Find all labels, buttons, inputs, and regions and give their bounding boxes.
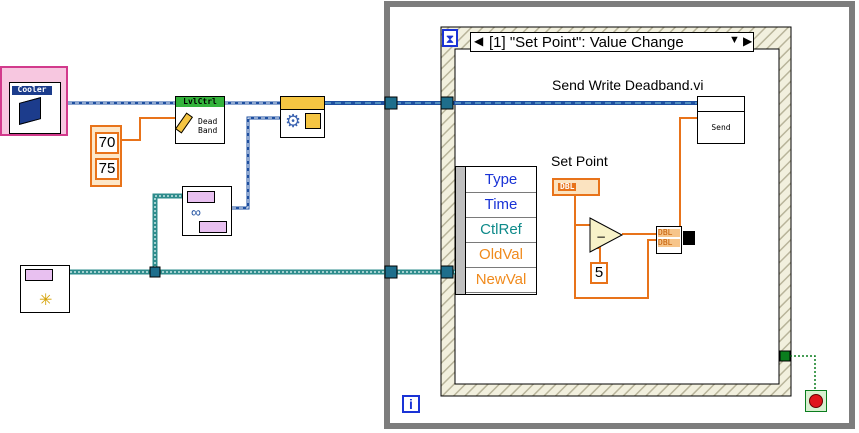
event-selector[interactable]: ◀ [1] "Set Point": Value Change ▼ ▶: [470, 32, 754, 52]
event-data-oldval[interactable]: OldVal: [466, 244, 536, 268]
array-constant[interactable]: 70 75: [90, 125, 122, 187]
bundle-type-1: DBL: [658, 229, 680, 237]
lvlctrl-title: LvlCtrl: [176, 97, 224, 107]
dropdown-icon[interactable]: ▼: [729, 34, 740, 46]
array-element-70[interactable]: 70: [95, 132, 119, 154]
event-data-time[interactable]: Time: [466, 194, 536, 218]
prev-case-arrow-icon[interactable]: ◀: [474, 34, 484, 48]
property-node[interactable]: ⚙: [280, 96, 325, 138]
queue-wire: [70, 116, 455, 275]
bundle-output-arrow-icon: [683, 231, 695, 245]
vi-icon: [305, 113, 321, 129]
send-text: Send: [711, 123, 731, 132]
array-element-75[interactable]: 75: [95, 158, 119, 180]
stop-button-icon[interactable]: [805, 390, 827, 412]
refnum-tunnel-outer: [384, 96, 398, 110]
less-than-symbol: −: [596, 230, 606, 244]
send-write-deadband-node[interactable]: Send: [697, 96, 745, 144]
boolean-wire: [786, 355, 816, 392]
queue-constant[interactable]: ✳: [20, 265, 70, 313]
hourglass-icon: ⧗: [442, 29, 458, 47]
deadband-line1: Dead: [198, 117, 218, 126]
send-write-deadband-label: Send Write Deadband.vi: [552, 77, 704, 93]
queue-tunnel-outer: [384, 265, 398, 279]
set-point-label: Set Point: [551, 153, 608, 169]
wire-junction: [149, 266, 161, 278]
constant-five[interactable]: 5: [590, 262, 608, 284]
refnum-tunnel-inner: [440, 96, 454, 110]
bundle-node[interactable]: DBL DBL: [656, 226, 682, 254]
deadband-line2: Band: [198, 126, 218, 135]
event-data-type[interactable]: Type: [466, 169, 536, 193]
property-node-header: [281, 97, 324, 110]
set-point-terminal[interactable]: DBL: [552, 178, 600, 196]
queue-icon: [187, 191, 215, 203]
less-than-node[interactable]: [589, 217, 624, 253]
event-data-node[interactable]: Type Time CtlRef OldVal NewVal: [455, 166, 537, 295]
cooler-class-constant[interactable]: Cooler: [0, 66, 68, 136]
event-case-label: [1] "Set Point": Value Change: [489, 34, 684, 51]
while-loop-frame[interactable]: [384, 1, 855, 429]
boolean-tunnel: [779, 350, 791, 362]
lvlctrl-deadband-node[interactable]: LvlCtrl Dead Band: [174, 96, 225, 144]
queue-tunnel-inner: [440, 265, 454, 279]
event-data-newval[interactable]: NewVal: [466, 269, 536, 293]
obtain-queue-node[interactable]: ∞: [182, 186, 232, 236]
cooler-label: Cooler: [12, 86, 52, 95]
loop-iteration-icon: i: [402, 395, 420, 413]
queue-out-icon: [199, 221, 227, 233]
gear-icon: ⚙: [285, 111, 302, 131]
event-data-ctlref[interactable]: CtlRef: [466, 219, 536, 243]
queue-icon: [25, 269, 53, 281]
set-point-type: DBL: [558, 182, 577, 191]
new-icon: ✳: [39, 292, 53, 309]
next-case-arrow-icon[interactable]: ▶: [743, 34, 753, 48]
pencil-icon: [174, 112, 194, 134]
link-icon: ∞: [191, 204, 201, 220]
bundle-type-2: DBL: [658, 239, 680, 247]
